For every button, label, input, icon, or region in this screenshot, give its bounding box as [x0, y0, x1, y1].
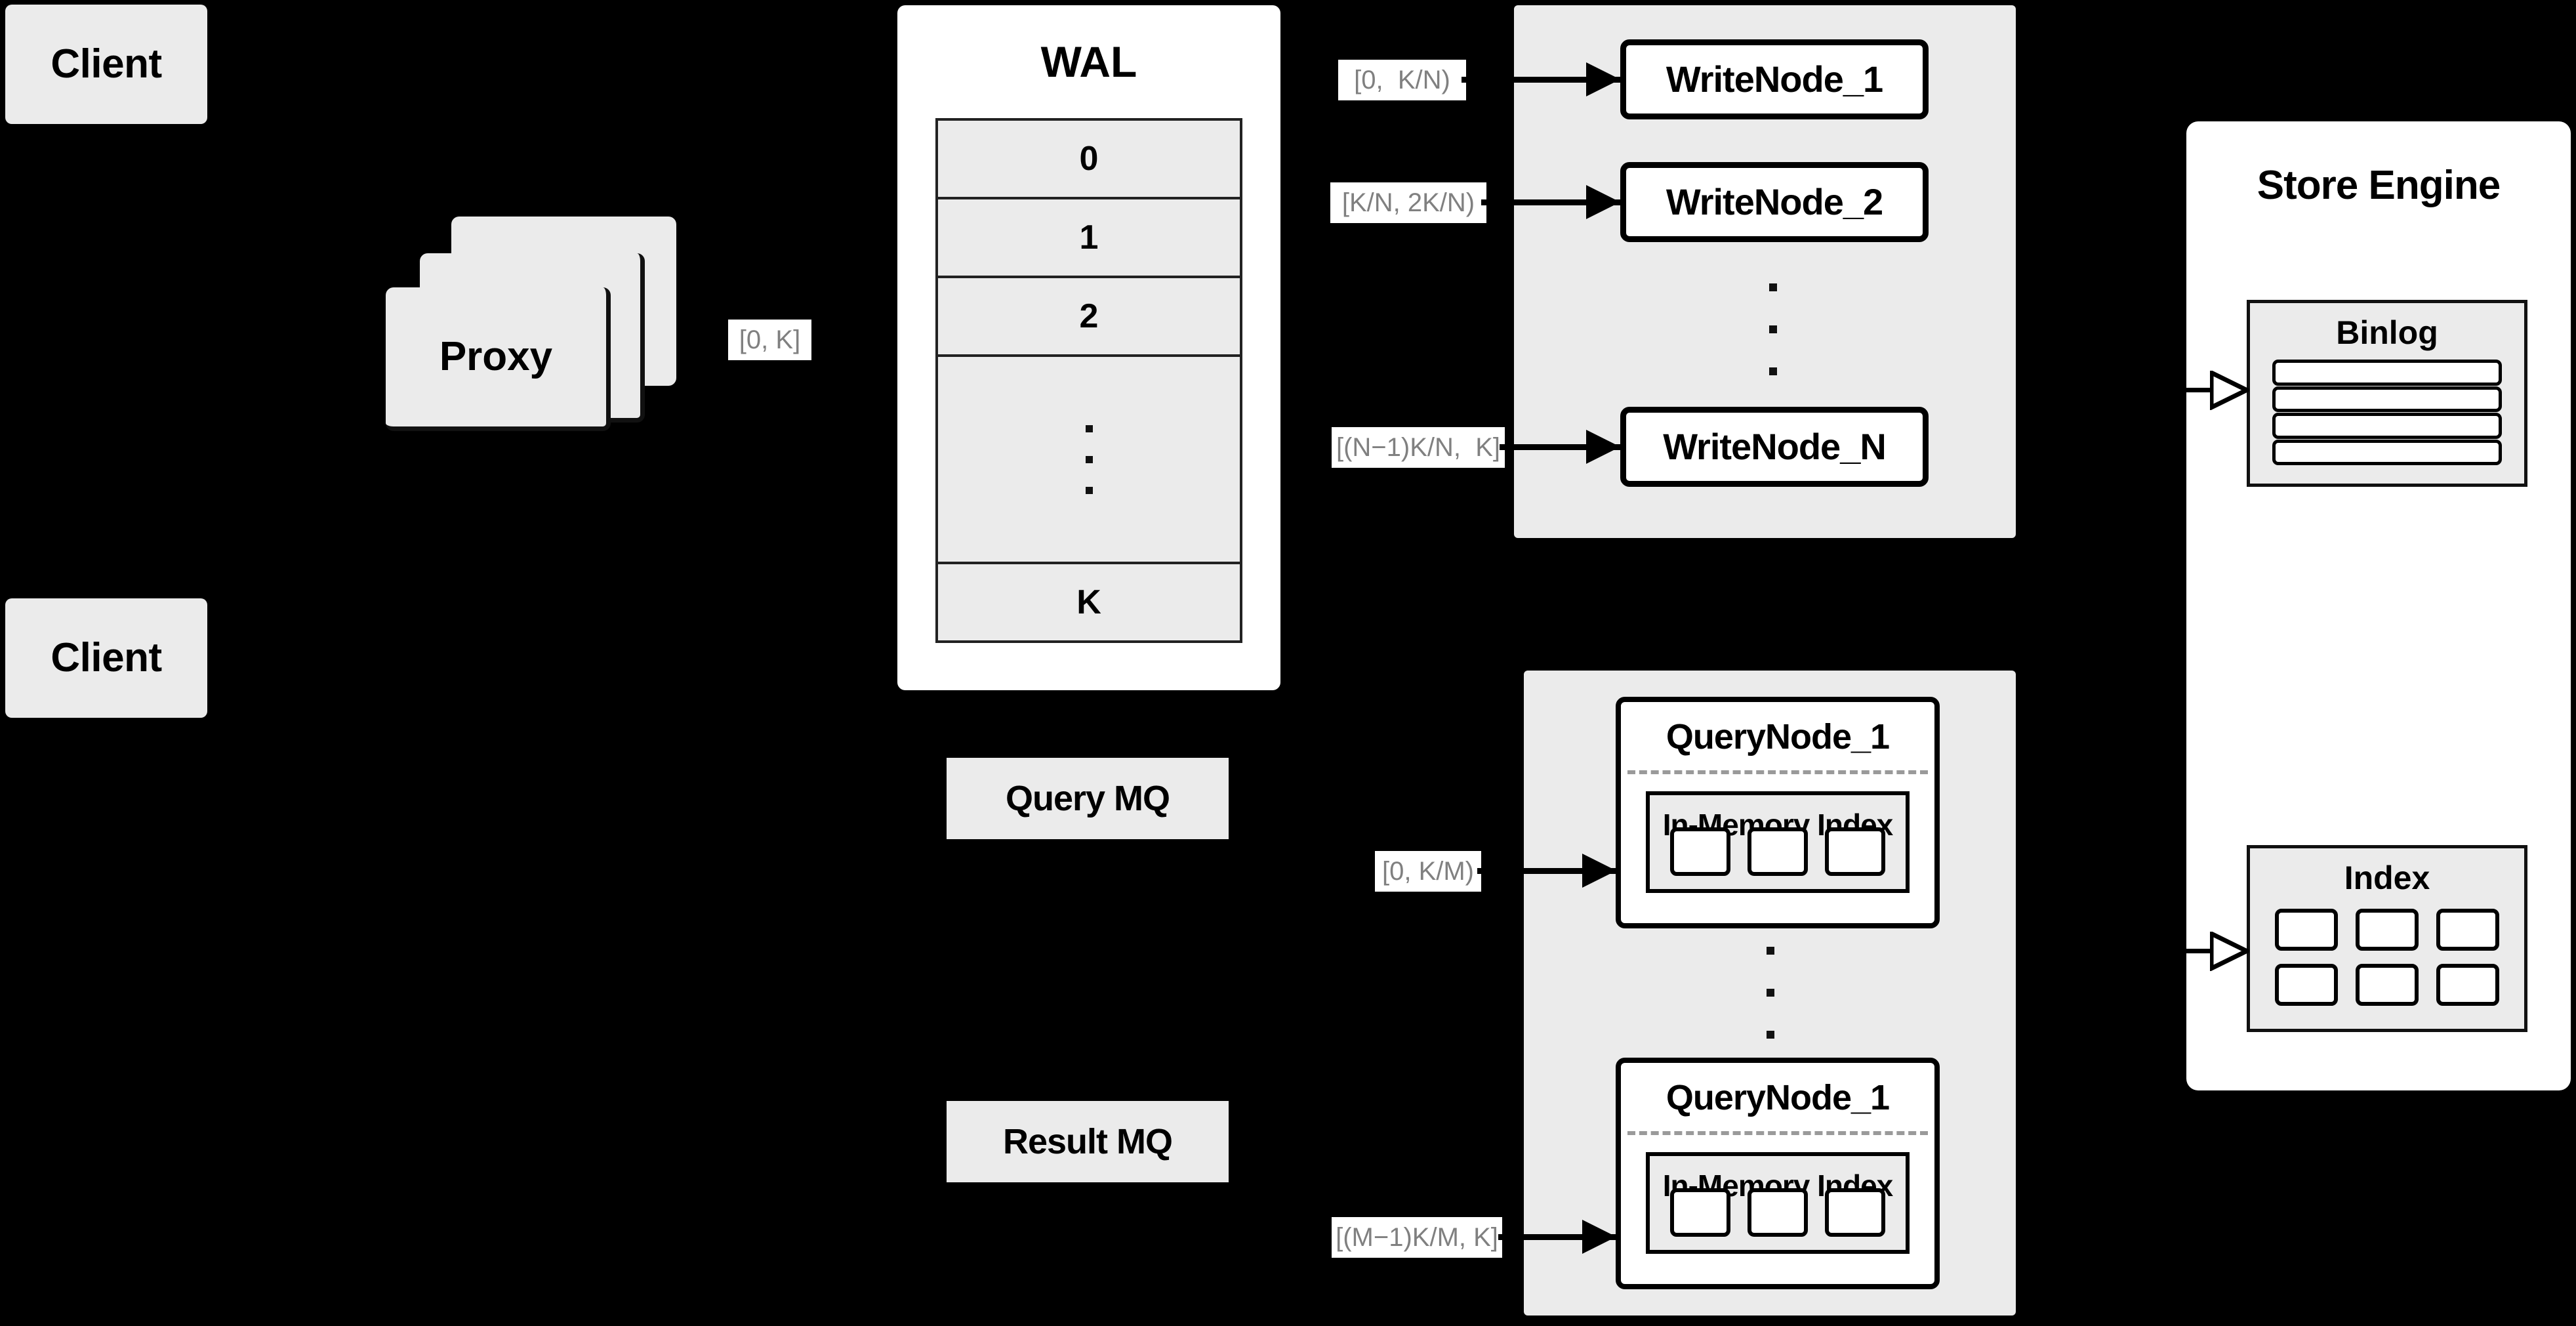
wal-panel: WAL 0 1 2 K	[897, 5, 1280, 690]
binlog-row[interactable]	[2272, 386, 2502, 412]
index-cell[interactable]	[2275, 909, 2339, 951]
write-node-1-label: WriteNode_1	[1666, 58, 1883, 100]
store-engine-panel: Store Engine Binlog Index	[2186, 121, 2571, 1090]
index-cell[interactable]	[2436, 963, 2499, 1006]
ellipsis-dot	[1769, 367, 1777, 375]
interval-proxy-out-text: [0, K]	[739, 325, 801, 354]
client-2-label: Client	[51, 635, 162, 681]
write-node-n-label: WriteNode_N	[1663, 425, 1887, 467]
client-1-label: Client	[51, 41, 162, 87]
ellipsis-dot	[1769, 325, 1777, 333]
arrow-line-write-2	[1481, 199, 1620, 205]
interval-query-m-text: [(M−1)K/M, K]	[1336, 1222, 1498, 1252]
query-node-m-divider	[1627, 1131, 1928, 1135]
wal-entry-k[interactable]: K	[938, 564, 1240, 640]
wal-entry-0[interactable]: 0	[938, 121, 1240, 199]
interval-query-1-text: [0, K/M)	[1381, 856, 1475, 886]
query-node-1-title: QueryNode_1	[1666, 717, 1890, 756]
binlog-row[interactable]	[2272, 413, 2502, 439]
index-cell[interactable]	[1748, 1188, 1808, 1237]
result-mq-box[interactable]: Result MQ	[947, 1101, 1229, 1182]
index-cell[interactable]	[1825, 827, 1885, 876]
store-engine-title: Store Engine	[2257, 163, 2501, 208]
ellipsis-dot	[1085, 425, 1093, 432]
ellipsis-dot	[1767, 989, 1774, 997]
arrow-head-write-1	[1586, 62, 1620, 96]
ellipsis-dot	[1769, 283, 1777, 291]
interval-tag-query-m: [(M−1)K/M, K]	[1332, 1217, 1502, 1258]
in-memory-index-1-cells	[1666, 827, 1890, 876]
binlog-row[interactable]	[2272, 360, 2502, 386]
arrow-line-to-index	[2186, 949, 2213, 953]
index-cell[interactable]	[1670, 1188, 1730, 1237]
in-memory-index-box-m: In-Memory Index	[1646, 1152, 1910, 1254]
arrow-line-write-1	[1462, 77, 1620, 83]
index-cell-grid	[2272, 909, 2502, 1009]
proxy-label: Proxy	[439, 334, 553, 380]
binlog-row[interactable]	[2272, 439, 2502, 465]
write-group-ellipsis	[1769, 283, 1777, 375]
interval-tag-write-1: [0, K/N)	[1338, 60, 1466, 100]
write-node-1[interactable]: WriteNode_1	[1620, 39, 1929, 119]
index-title: Index	[2344, 860, 2430, 896]
arrow-line-write-n	[1500, 444, 1620, 450]
query-node-m-title: QueryNode_1	[1666, 1078, 1890, 1117]
client-box-2[interactable]: Client	[5, 598, 207, 718]
arrow-line-query-1	[1477, 868, 1616, 874]
proxy-card-front[interactable]: Proxy	[386, 287, 611, 431]
query-node-1-divider	[1627, 770, 1928, 774]
index-cell[interactable]	[1670, 827, 1730, 876]
wal-entry-stack: 0 1 2 K	[935, 118, 1242, 643]
query-group-ellipsis	[1767, 947, 1774, 1039]
client-box-1[interactable]: Client	[5, 5, 207, 124]
interval-tag-write-2: [K/N, 2K/N)	[1330, 182, 1486, 223]
index-panel: Index	[2247, 845, 2527, 1032]
query-mq-label: Query MQ	[1005, 778, 1170, 818]
binlog-row-list	[2272, 360, 2502, 465]
wal-entry-2[interactable]: 2	[938, 278, 1240, 357]
index-cell[interactable]	[2436, 909, 2499, 951]
arrow-head-write-n	[1586, 430, 1620, 464]
query-mq-box[interactable]: Query MQ	[947, 758, 1229, 839]
in-memory-index-m-cells	[1666, 1188, 1890, 1237]
interval-tag-write-n: [(N−1)K/N, K]	[1332, 427, 1505, 468]
write-node-n[interactable]: WriteNode_N	[1620, 407, 1929, 487]
ellipsis-dot	[1085, 455, 1093, 463]
write-node-2-label: WriteNode_2	[1666, 180, 1883, 222]
interval-write-2-text: [K/N, 2K/N)	[1341, 188, 1475, 217]
interval-write-n-text: [(N−1)K/N, K]	[1336, 432, 1501, 462]
index-cell[interactable]	[2355, 963, 2419, 1006]
interval-tag-query-1: [0, K/M)	[1375, 851, 1481, 892]
binlog-panel: Binlog	[2247, 300, 2527, 487]
result-mq-label: Result MQ	[1002, 1121, 1173, 1161]
query-node-m[interactable]: QueryNode_1 In-Memory Index	[1616, 1058, 1940, 1289]
index-cell[interactable]	[1748, 827, 1808, 876]
index-cell[interactable]	[2275, 963, 2339, 1006]
in-memory-index-box-1: In-Memory Index	[1646, 791, 1910, 893]
ellipsis-dot	[1767, 1031, 1774, 1039]
wal-title: WAL	[1040, 37, 1137, 86]
write-node-2[interactable]: WriteNode_2	[1620, 162, 1929, 242]
index-cell[interactable]	[2355, 909, 2419, 951]
arrow-head-query-1	[1582, 854, 1616, 888]
ellipsis-dot	[1767, 947, 1774, 955]
interval-tag-proxy-out: [0, K]	[728, 320, 811, 360]
arrow-head-query-m	[1582, 1220, 1616, 1254]
binlog-title: Binlog	[2336, 314, 2438, 351]
query-node-1[interactable]: QueryNode_1 In-Memory Index	[1616, 697, 1940, 928]
arrow-head-write-2	[1586, 185, 1620, 219]
wal-entry-1[interactable]: 1	[938, 199, 1240, 278]
ellipsis-dot	[1085, 486, 1093, 494]
interval-write-1-text: [0, K/N)	[1354, 65, 1450, 94]
index-cell[interactable]	[1825, 1188, 1885, 1237]
arrow-line-query-m	[1498, 1234, 1616, 1240]
arrow-line-to-binlog	[2186, 388, 2213, 392]
wal-entry-ellipsis	[938, 357, 1240, 564]
